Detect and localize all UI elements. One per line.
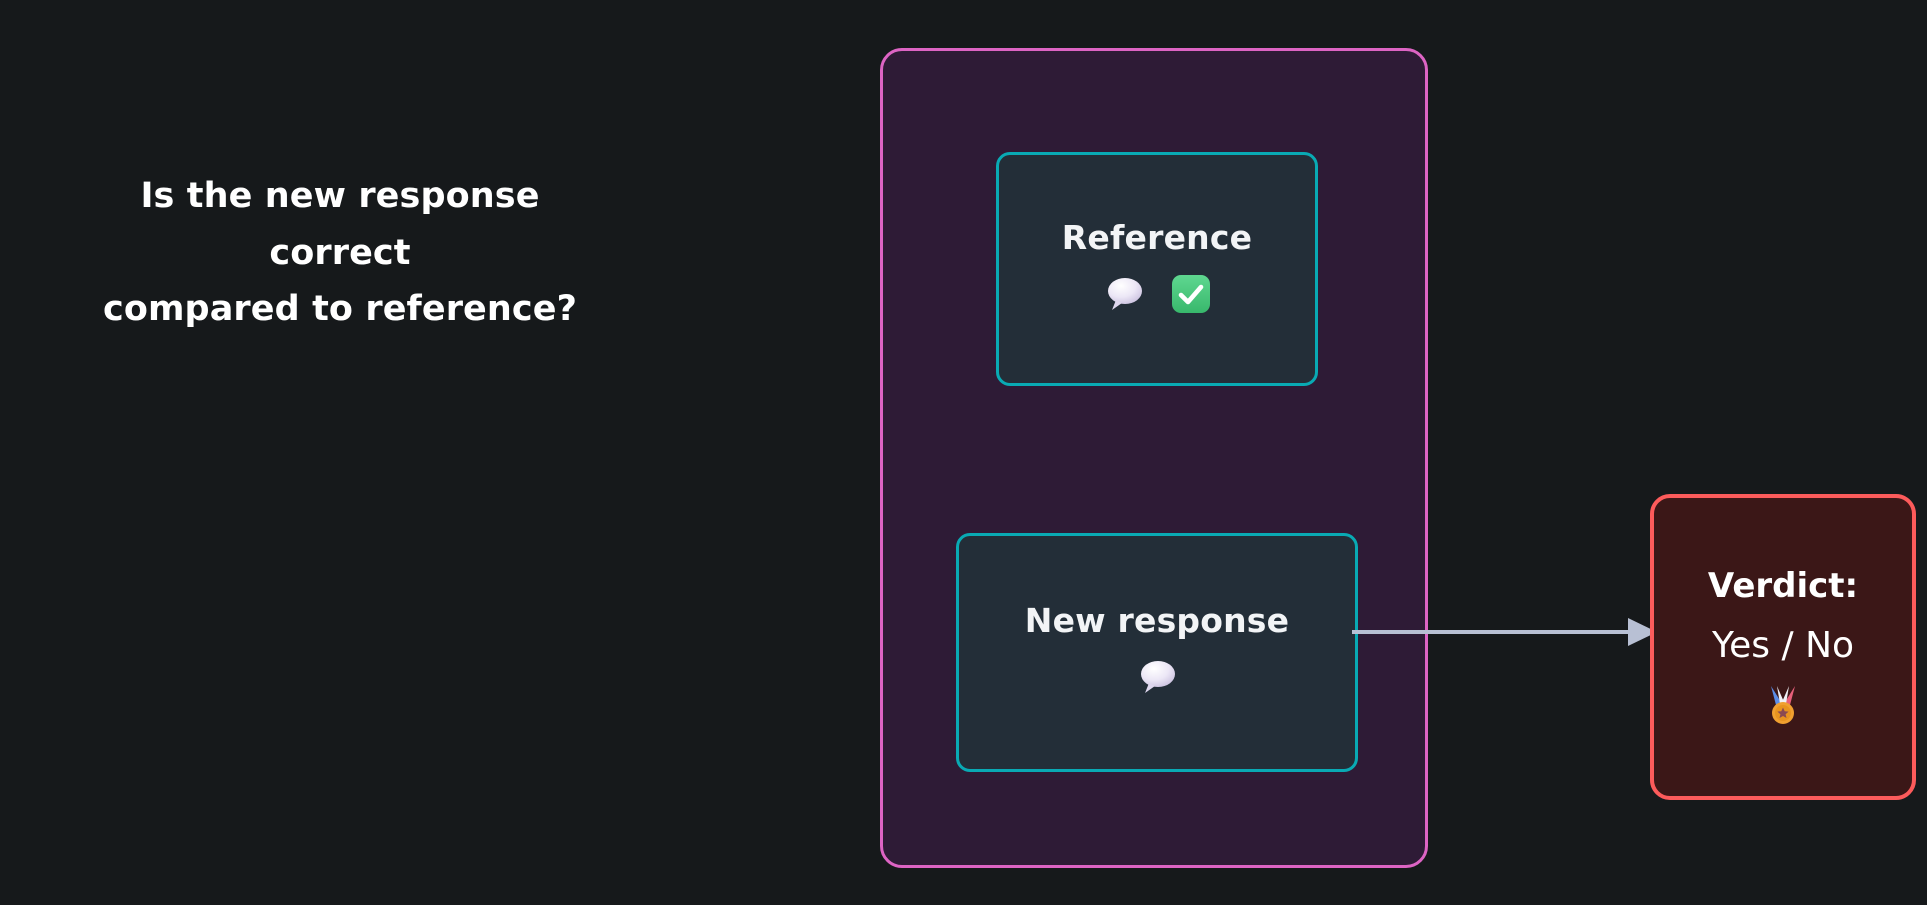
verdict-label: Verdict: [1707,565,1859,606]
new-response-card[interactable]: New response [956,533,1358,772]
prompt-line-1: Is the new response [140,176,540,216]
reference-card[interactable]: Reference [996,152,1318,386]
speech-balloon-icon [1135,657,1179,701]
check-mark-button-icon [1170,273,1212,319]
connector-arrow [1352,618,1657,646]
reference-card-icons [1102,274,1212,318]
judge-container: Reference [880,48,1428,868]
verdict-value: Yes / No [1711,624,1855,666]
verdict-box[interactable]: Verdict: Yes / No [1650,494,1916,800]
reference-card-title: Reference [1061,217,1253,257]
new-response-card-icons [1135,657,1179,701]
question-prompt: Is the new response correct compared to … [60,168,620,338]
prompt-line-2: correct [269,232,411,273]
prompt-line-3: compared to reference? [103,289,577,330]
new-response-card-title: New response [1024,601,1290,640]
sports-medal-icon [1762,684,1804,726]
speech-balloon-icon [1102,274,1146,318]
